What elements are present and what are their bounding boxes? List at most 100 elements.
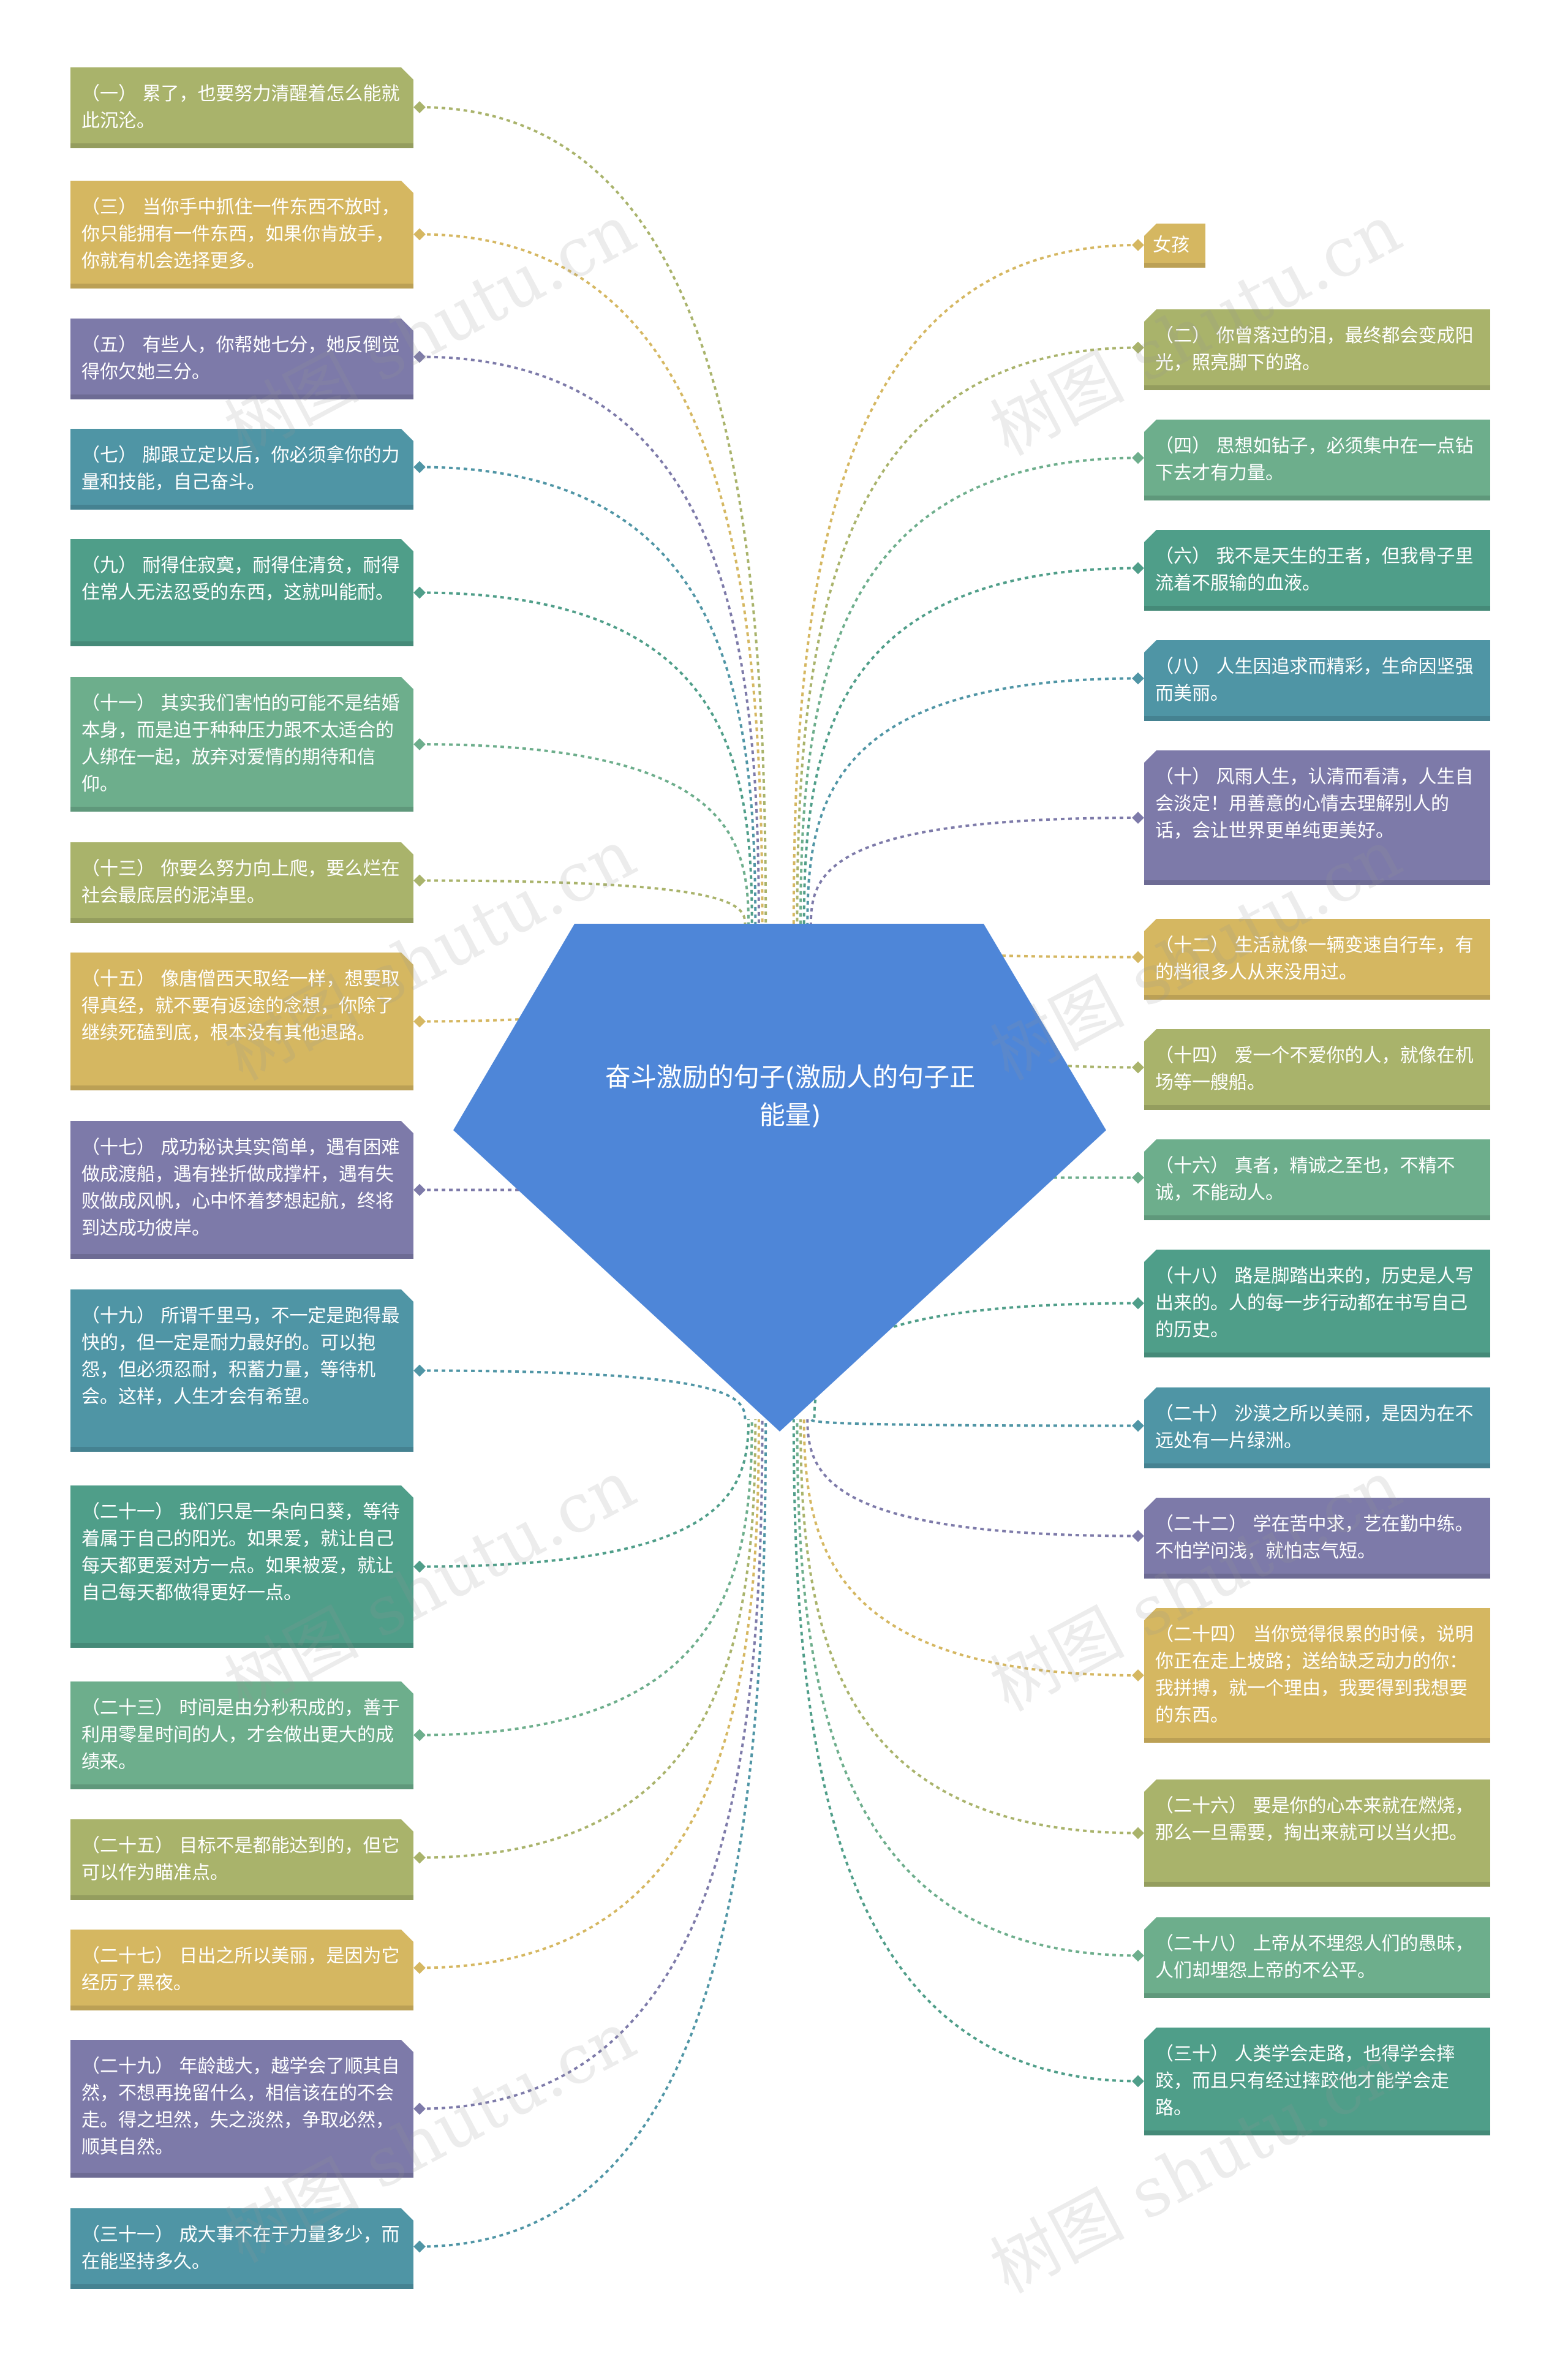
node-shadow — [1144, 263, 1205, 268]
node-shadow — [1144, 606, 1490, 611]
connector-dot — [1132, 812, 1144, 824]
connector-dot — [413, 1851, 426, 1864]
right-branch-node[interactable]: （八） 人生因追求而精彩，生命因坚强而美丽。 — [1144, 640, 1490, 721]
left-branch-node[interactable]: （十一） 其实我们害怕的可能不是结婚本身，而是迫于种种压力跟不太适合的人绑在一起… — [70, 677, 413, 812]
right-branch-node[interactable]: （三十） 人类学会走路，也得学会摔跤，而且只有经过摔跤他才能学会走路。 — [1144, 2028, 1490, 2135]
node-text: 女孩 — [1153, 235, 1189, 256]
left-branch-node[interactable]: （五） 有些人，你帮她七分，她反倒觉得你欠她三分。 — [70, 319, 413, 399]
node-text: （二十七） 日出之所以美丽，是因为它经历了黑夜。 — [81, 1945, 400, 1994]
node-text: （十四） 爱一个不爱你的人，就像在机场等一艘船。 — [1155, 1045, 1474, 1093]
node-shadow — [1144, 1738, 1490, 1743]
node-shadow — [70, 1085, 413, 1090]
connector-line — [809, 817, 1139, 924]
node-shadow — [70, 1784, 413, 1789]
node-shadow — [1144, 1215, 1490, 1220]
right-branch-node[interactable]: （十） 风雨人生，认清而看清，人生自会淡定！用善意的心情去理解别人的话，会让世界… — [1144, 750, 1490, 885]
right-branch-node[interactable]: （二十二） 学在苦中求，艺在勤中练。不怕学问浅，就怕志气短。 — [1144, 1498, 1490, 1579]
connector-dot — [413, 1729, 426, 1742]
right-branch-node[interactable]: （十八） 路是脚踏出来的，历史是人写出来的。人的每一步行动都在书写自己的历史。 — [1144, 1250, 1490, 1357]
left-branch-node[interactable]: （二十五） 目标不是都能达到的，但它可以作为瞄准点。 — [70, 1819, 413, 1900]
connector-dot — [1132, 341, 1144, 354]
node-shadow — [1144, 1574, 1490, 1579]
connector-line — [419, 1419, 750, 1568]
left-branch-node[interactable]: （十三） 你要么努力向上爬，要么烂在社会最底层的泥淖里。 — [70, 842, 413, 923]
left-branch-node[interactable]: （九） 耐得住寂寞，耐得住清贫，耐得住常人无法忍受的东西，这就叫能耐。 — [70, 539, 413, 646]
right-branch-node[interactable]: （十六） 真者，精诚之至也，不精不诚，不能动人。 — [1144, 1139, 1490, 1220]
left-branch-node[interactable]: （二十三） 时间是由分秒积成的，善于利用零星时间的人，才会做出更大的成绩来。 — [70, 1681, 413, 1789]
center-topic-title[interactable]: 奋斗激励的句子(激励人的句子正能量) — [605, 1062, 976, 1130]
node-text: （七） 脚跟立定以后，你必须拿你的力量和技能，自己奋斗。 — [81, 445, 400, 493]
connector-line — [816, 923, 1139, 1069]
connector-dot — [1132, 1171, 1144, 1184]
connector-line — [419, 1419, 760, 1969]
node-shadow — [70, 284, 413, 289]
left-branch-node[interactable]: （十九） 所谓千里马，不一定是跑得最快的，但一定是耐力最好的。可以抱怨，但必须忍… — [70, 1289, 413, 1452]
node-shadow — [70, 394, 413, 399]
connector-line — [792, 1419, 1139, 2083]
connector-line — [809, 1419, 1139, 1427]
left-branch-node[interactable]: （一） 累了，也要努力清醒着怎么能就此沉沦。 — [70, 67, 413, 148]
connector-dot — [1132, 951, 1144, 964]
connector-line — [799, 456, 1139, 924]
connector-dot — [1132, 1827, 1144, 1840]
connector-dot — [413, 101, 426, 113]
node-shadow — [1144, 716, 1490, 721]
node-shadow — [1144, 496, 1490, 500]
connector-dot — [413, 1560, 426, 1573]
node-text: （十九） 所谓千里马，不一定是跑得最快的，但一定是耐力最好的。可以抱怨，但必须忍… — [81, 1305, 400, 1408]
connector-line — [796, 346, 1139, 924]
connector-line — [802, 567, 1139, 924]
left-branch-node[interactable]: （三） 当你手中抓住一件东西不放时，你只能拥有一件东西，如果你肯放手，你就有机会… — [70, 181, 413, 289]
node-text: （三十） 人类学会走路，也得学会摔跤，而且只有经过摔跤他才能学会走路。 — [1155, 2044, 1455, 2119]
connector-dot — [1132, 239, 1144, 251]
node-shadow — [70, 2173, 413, 2178]
connector-dot — [413, 738, 426, 750]
right-branch-node[interactable]: （二） 你曾落过的泪，最终都会变成阳光，照亮脚下的路。 — [1144, 309, 1490, 390]
node-text: （五） 有些人，你帮她七分，她反倒觉得你欠她三分。 — [81, 334, 400, 383]
node-text: （四） 思想如钻子，必须集中在一点钻下去才有力量。 — [1155, 436, 1474, 484]
node-shadow — [1144, 385, 1490, 390]
node-shadow — [70, 641, 413, 646]
node-shadow — [70, 1254, 413, 1259]
node-shadow — [70, 143, 413, 148]
connector-line — [419, 233, 764, 924]
right-branch-node[interactable]: （二十四） 当你觉得很累的时候，说明你正在走上坡路；送给缺乏动力的你：我拼搏，就… — [1144, 1608, 1490, 1743]
right-branch-node[interactable]: （四） 思想如钻子，必须集中在一点钻下去才有力量。 — [1144, 420, 1490, 500]
right-branch-node[interactable]: （二十八） 上帝从不埋怨人们的愚昧，人们却埋怨上帝的不公平。 — [1144, 1917, 1490, 1998]
left-branch-node[interactable]: （十七） 成功秘诀其实简单，遇有困难做成渡船，遇有挫折做成撑杆，遇有失败做成风帆… — [70, 1121, 413, 1259]
node-text: （十） 风雨人生，认清而看清，人生自会淡定！用善意的心情去理解别人的话，会让世界… — [1155, 766, 1474, 842]
connector-dot — [1132, 1297, 1144, 1310]
right-branch-node[interactable]: （二十六） 要是你的心本来就在燃烧，那么一旦需要，掏出来就可以当火把。 — [1144, 1779, 1490, 1887]
node-text: （二十三） 时间是由分秒积成的，善于利用零星时间的人，才会做出更大的成绩来。 — [81, 1697, 400, 1773]
right-branch-node[interactable]: （十二） 生活就像一辆变速自行车，有的档很多人从来没用过。 — [1144, 919, 1490, 1000]
connector-line — [419, 1419, 764, 2110]
right-branch-node[interactable]: （六） 我不是天生的王者，但我骨子里流着不服输的血液。 — [1144, 530, 1490, 611]
left-branch-node[interactable]: （七） 脚跟立定以后，你必须拿你的力量和技能，自己奋斗。 — [70, 429, 413, 510]
left-branch-node[interactable]: （十五） 像唐僧西天取经一样，想要取得真经，就不要有返途的念想，你除了继续死磕到… — [70, 953, 413, 1090]
node-shadow — [1144, 1463, 1490, 1468]
connector-line — [813, 923, 1139, 959]
node-text: （三十一） 成大事不在于力量多少，而在能坚持多久。 — [81, 2224, 400, 2273]
connector-line — [806, 677, 1139, 924]
node-shadow — [1144, 1105, 1490, 1110]
connector-line — [419, 1419, 753, 1737]
connector-line — [419, 1369, 747, 1420]
connector-dot — [413, 2240, 426, 2253]
connector-dot — [1132, 1061, 1144, 1074]
left-branch-node[interactable]: （二十七） 日出之所以美丽，是因为它经历了黑夜。 — [70, 1930, 413, 2010]
connector-dot — [1132, 1669, 1144, 1681]
node-text: （十二） 生活就像一辆变速自行车，有的档很多人从来没用过。 — [1155, 935, 1474, 983]
node-shadow — [1144, 1993, 1490, 1998]
node-text: （十六） 真者，精诚之至也，不精不诚，不能动人。 — [1155, 1155, 1455, 1204]
left-branch-node[interactable]: （三十一） 成大事不在于力量多少，而在能坚持多久。 — [70, 2208, 413, 2289]
right-branch-node[interactable]: （二十） 沙漠之所以美丽，是因为在不远处有一片绿洲。 — [1144, 1387, 1490, 1468]
connector-line — [802, 1419, 1139, 1677]
node-shadow — [1144, 1353, 1490, 1357]
node-text: （二十） 沙漠之所以美丽，是因为在不远处有一片绿洲。 — [1155, 1403, 1474, 1452]
left-branch-node[interactable]: （二十一） 我们只是一朵向日葵，等待着属于自己的阳光。如果爱，就让自己每天都更爱… — [70, 1485, 413, 1648]
right-branch-node[interactable]: 女孩 — [1144, 224, 1205, 268]
connector-line — [419, 743, 750, 924]
right-branch-node[interactable]: （十四） 爱一个不爱你的人，就像在机场等一艘船。 — [1144, 1029, 1490, 1110]
left-branch-node[interactable]: （二十九） 年龄越大，越学会了顺其自然，不想再挽留什么，相信该在的不会走。得之坦… — [70, 2040, 413, 2178]
connector-line — [813, 1302, 1139, 1420]
